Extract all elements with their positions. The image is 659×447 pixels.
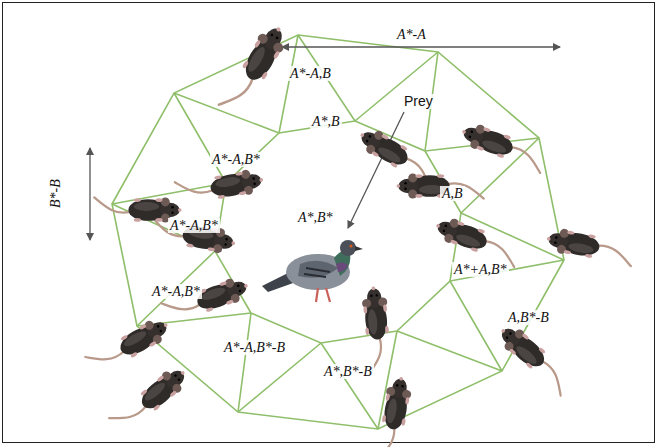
mouse — [545, 226, 635, 266]
dimension-arrows — [90, 47, 560, 240]
vertical-arrow — [89, 148, 90, 240]
position-label: A*-A,B*-B — [222, 340, 287, 355]
horizontal-arrow — [282, 46, 560, 47]
pigeon — [262, 240, 363, 302]
position-label: A,B*-B — [506, 310, 551, 325]
mouse — [219, 21, 292, 119]
position-label: A*-A,B* — [168, 218, 220, 233]
callout-label: Prey — [402, 94, 435, 109]
mouse — [432, 213, 523, 267]
mouse — [147, 216, 237, 256]
mice — [85, 21, 635, 447]
mouse — [161, 273, 252, 327]
mouse — [175, 167, 265, 207]
hunting-web — [112, 35, 564, 429]
position-label: A*-A,B* — [210, 152, 262, 167]
position-label: A*+A,B* — [452, 262, 509, 277]
position-label: A*-A,B* — [150, 284, 202, 299]
mouse — [361, 286, 394, 375]
mouse — [458, 119, 549, 173]
mouse — [85, 313, 173, 378]
position-label: A*,B — [310, 114, 342, 129]
position-label: A*,B* — [296, 210, 335, 225]
mouse — [494, 320, 577, 395]
position-label: A*-A,B — [288, 66, 333, 81]
outer-ring — [112, 35, 564, 429]
position-label: A,B — [440, 186, 465, 201]
spokes — [112, 35, 564, 429]
mouse — [109, 362, 192, 437]
position-label: A*,B*-B — [322, 364, 374, 379]
dimension-label: B*-B — [48, 177, 63, 210]
prey-pointer — [348, 112, 404, 228]
dimension-label: A*-A — [395, 27, 428, 42]
mouse — [374, 375, 414, 447]
